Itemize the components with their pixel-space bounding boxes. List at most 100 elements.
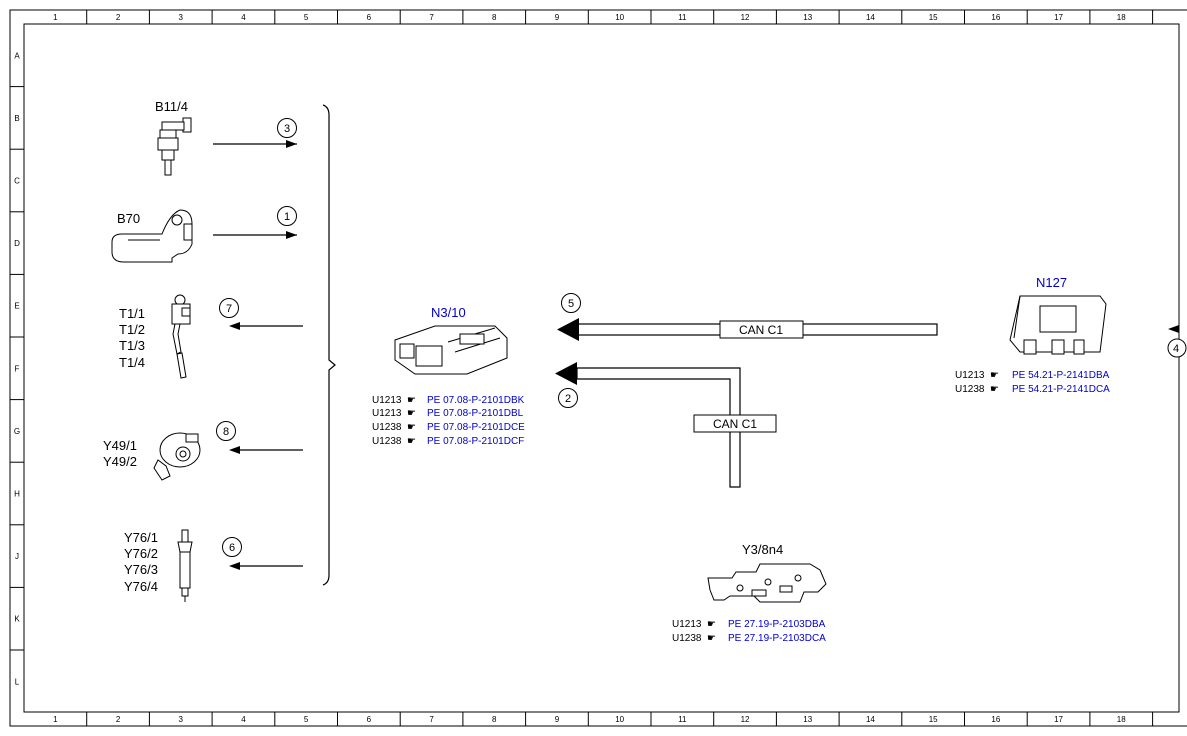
y76-label-4: Y76/4 bbox=[124, 579, 158, 594]
column-number: 8 bbox=[492, 13, 497, 22]
pointing-hand-icon: ☛ bbox=[407, 422, 416, 433]
column-number: 6 bbox=[367, 13, 372, 22]
column-number: 17 bbox=[1054, 715, 1063, 724]
column-number: 16 bbox=[991, 715, 1000, 724]
can-bus-top: CAN C1 bbox=[557, 318, 938, 341]
t1-label-3: T1/3 bbox=[119, 338, 145, 353]
injector-icon bbox=[177, 529, 193, 602]
edge-arrowhead bbox=[1168, 325, 1179, 333]
y3-8n4-ref-1[interactable]: U1213 ☛ PE 27.19-P-2103DBA bbox=[672, 619, 826, 630]
column-number: 6 bbox=[367, 715, 372, 724]
column-number: 5 bbox=[304, 715, 309, 724]
svg-text:6: 6 bbox=[229, 542, 235, 554]
column-number: 11 bbox=[678, 715, 687, 724]
svg-text:U1213: U1213 bbox=[372, 395, 402, 406]
transmission-control-y3-8n4[interactable]: Y3/8n4 U1213 ☛ PE 27.19-P-2103DBA U1238 … bbox=[672, 542, 827, 644]
column-number: 3 bbox=[179, 715, 184, 724]
sensor-b11-4[interactable]: B11/4 bbox=[155, 99, 192, 176]
row-letter: K bbox=[14, 615, 20, 624]
row-letter: G bbox=[14, 427, 20, 436]
n3-10-reference-list: U1213 ☛ PE 07.08-P-2101DBK U1213 ☛ PE 07… bbox=[372, 395, 525, 447]
pointing-hand-icon: ☛ bbox=[990, 370, 999, 381]
column-number: 17 bbox=[1054, 13, 1063, 22]
can-top-arrowhead bbox=[557, 318, 579, 341]
n127-label: N127 bbox=[1036, 275, 1067, 290]
svg-text:3: 3 bbox=[284, 123, 290, 135]
y49-arrowhead bbox=[229, 446, 240, 454]
svg-text:1: 1 bbox=[284, 211, 290, 223]
ignition-coil-icon bbox=[171, 294, 191, 379]
column-number: 7 bbox=[429, 715, 434, 724]
transmission-module-icon bbox=[707, 563, 827, 603]
can-bus-bottom: CAN C1 bbox=[555, 362, 777, 488]
engine-control-unit-n3-10[interactable]: N3/10 U1213 ☛ PE 07.08-P-2101DBK U1213 ☛… bbox=[372, 305, 525, 447]
y49-label-2: Y49/2 bbox=[103, 454, 137, 469]
row-letter: E bbox=[14, 302, 19, 311]
ignition-coils-t1[interactable]: T1/1 T1/2 T1/3 T1/4 bbox=[119, 294, 191, 379]
n127-ref-2[interactable]: U1238 ☛ PE 54.21-P-2141DCA bbox=[955, 384, 1110, 395]
y76-label-2: Y76/2 bbox=[124, 546, 158, 561]
svg-text:PE 07.08-P-2101DCF: PE 07.08-P-2101DCF bbox=[427, 436, 524, 447]
row-letter: L bbox=[15, 677, 20, 686]
column-number: 4 bbox=[241, 715, 246, 724]
pointing-hand-icon: ☛ bbox=[407, 395, 416, 406]
y76-arrowhead bbox=[229, 562, 240, 570]
t1-label-4: T1/4 bbox=[119, 355, 145, 370]
diagram-frame bbox=[9, 9, 1187, 727]
n127-ref-1[interactable]: U1213 ☛ PE 54.21-P-2141DBA bbox=[955, 370, 1110, 381]
svg-text:U1238: U1238 bbox=[372, 436, 402, 447]
column-number: 10 bbox=[615, 715, 624, 724]
y49-label-1: Y49/1 bbox=[103, 438, 137, 453]
row-letter: D bbox=[14, 239, 20, 248]
row-letter: J bbox=[15, 552, 19, 561]
t1-arrowhead bbox=[229, 322, 240, 330]
circle-4: 4 bbox=[1167, 338, 1187, 358]
n3-10-ref-3[interactable]: U1238 ☛ PE 07.08-P-2101DCE bbox=[372, 422, 525, 433]
column-number: 14 bbox=[866, 715, 875, 724]
column-number: 14 bbox=[866, 13, 875, 22]
svg-text:4: 4 bbox=[1173, 343, 1179, 355]
signal-group-brace bbox=[322, 104, 336, 586]
svg-text:8: 8 bbox=[223, 426, 229, 438]
column-number: 13 bbox=[803, 715, 812, 724]
t1-label-1: T1/1 bbox=[119, 306, 145, 321]
column-number: 11 bbox=[678, 13, 687, 22]
svg-text:PE 07.08-P-2101DBK: PE 07.08-P-2101DBK bbox=[427, 395, 525, 406]
column-number: 12 bbox=[741, 13, 750, 22]
sensor-b11-4-icon bbox=[157, 117, 192, 176]
pointing-hand-icon: ☛ bbox=[707, 633, 716, 644]
camshaft-actuators-y49[interactable]: Y49/1 Y49/2 bbox=[103, 432, 201, 481]
y3-8n4-ref-2[interactable]: U1238 ☛ PE 27.19-P-2103DCA bbox=[672, 633, 826, 644]
column-number: 15 bbox=[929, 715, 938, 724]
svg-text:U1238: U1238 bbox=[372, 422, 402, 433]
injectors-y76[interactable]: Y76/1 Y76/2 Y76/3 Y76/4 bbox=[124, 529, 193, 602]
sensor-b11-4-label: B11/4 bbox=[155, 99, 188, 114]
column-number: 5 bbox=[304, 13, 309, 22]
column-number: 10 bbox=[615, 13, 624, 22]
can-top-label: CAN C1 bbox=[739, 323, 783, 337]
sensor-b70[interactable]: B70 bbox=[111, 209, 193, 263]
y3-8n4-label: Y3/8n4 bbox=[742, 542, 783, 557]
t1-label-2: T1/2 bbox=[119, 322, 145, 337]
column-number: 12 bbox=[741, 715, 750, 724]
b70-arrowhead bbox=[286, 231, 297, 239]
svg-text:U1238: U1238 bbox=[955, 384, 985, 395]
column-number: 4 bbox=[241, 13, 246, 22]
row-letter: C bbox=[14, 177, 20, 186]
sensor-b70-label: B70 bbox=[117, 211, 140, 226]
pointing-hand-icon: ☛ bbox=[407, 408, 416, 419]
control-unit-n127[interactable]: N127 U1213 ☛ PE 54.21-P-2141DBA U1238 ☛ … bbox=[955, 275, 1110, 395]
engine-control-unit-icon bbox=[394, 325, 508, 375]
column-number: 1 bbox=[53, 715, 58, 724]
n3-10-ref-1[interactable]: U1213 ☛ PE 07.08-P-2101DBK bbox=[372, 395, 525, 406]
column-number: 9 bbox=[555, 13, 560, 22]
n3-10-ref-2[interactable]: U1213 ☛ PE 07.08-P-2101DBL bbox=[372, 408, 524, 419]
column-number: 15 bbox=[929, 13, 938, 22]
svg-text:U1213: U1213 bbox=[955, 370, 985, 381]
n3-10-ref-4[interactable]: U1238 ☛ PE 07.08-P-2101DCF bbox=[372, 436, 524, 447]
svg-text:PE 07.08-P-2101DBL: PE 07.08-P-2101DBL bbox=[427, 408, 524, 419]
circle-2: 2 bbox=[558, 388, 578, 408]
